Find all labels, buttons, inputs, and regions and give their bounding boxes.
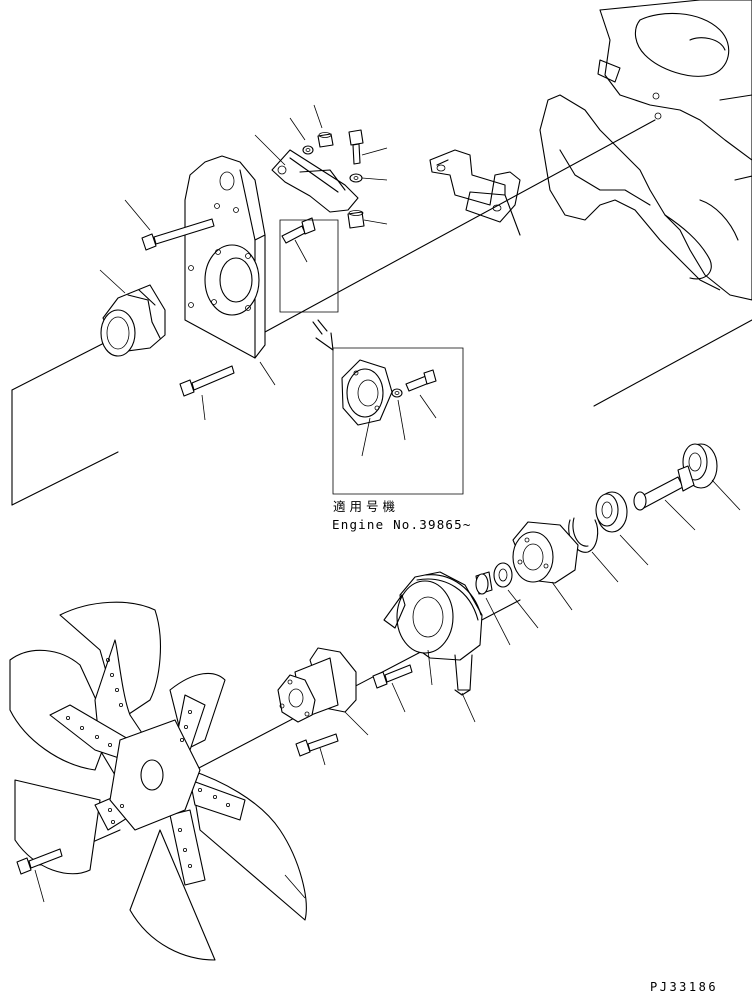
engine-number-label: Engine No.39865~: [332, 517, 472, 532]
bearing-2: [596, 492, 627, 532]
washer: [303, 146, 313, 154]
fan-shaft: [634, 466, 694, 510]
long-bolt: [180, 366, 234, 396]
washer: [392, 389, 402, 397]
applicable-engine-label: 適用号機: [333, 499, 400, 514]
fan-spacer-hub: [278, 648, 356, 722]
bolt-left: [142, 219, 214, 250]
pulley-hub: [513, 522, 578, 583]
viscous-coupling: [101, 285, 165, 356]
washer-ring: [494, 563, 512, 587]
snap-ring: [569, 518, 598, 552]
bolt-inset: [282, 218, 315, 243]
nut: [318, 133, 333, 148]
detail-inset: [333, 348, 463, 494]
fan-bolt: [17, 849, 62, 874]
hex-bolt-vertical: [349, 130, 363, 164]
bolt: [406, 370, 436, 391]
spacer: [348, 211, 364, 229]
detail-arrow: [313, 320, 333, 350]
leader-lines: [35, 105, 740, 902]
fan-bracket-plate: [185, 156, 265, 358]
spacer-ring: [476, 572, 492, 594]
mounting-bracket: [430, 150, 520, 235]
tensioner-link: [272, 150, 358, 212]
drawing-code: PJ33186: [650, 980, 719, 994]
pulley-bolt: [373, 665, 412, 688]
hub-bolt: [296, 734, 338, 756]
cooling-fan: [10, 602, 306, 960]
washer: [350, 174, 362, 182]
top-fasteners: [142, 130, 364, 312]
fan-pulley: [384, 572, 482, 695]
engine-block: [540, 0, 752, 300]
